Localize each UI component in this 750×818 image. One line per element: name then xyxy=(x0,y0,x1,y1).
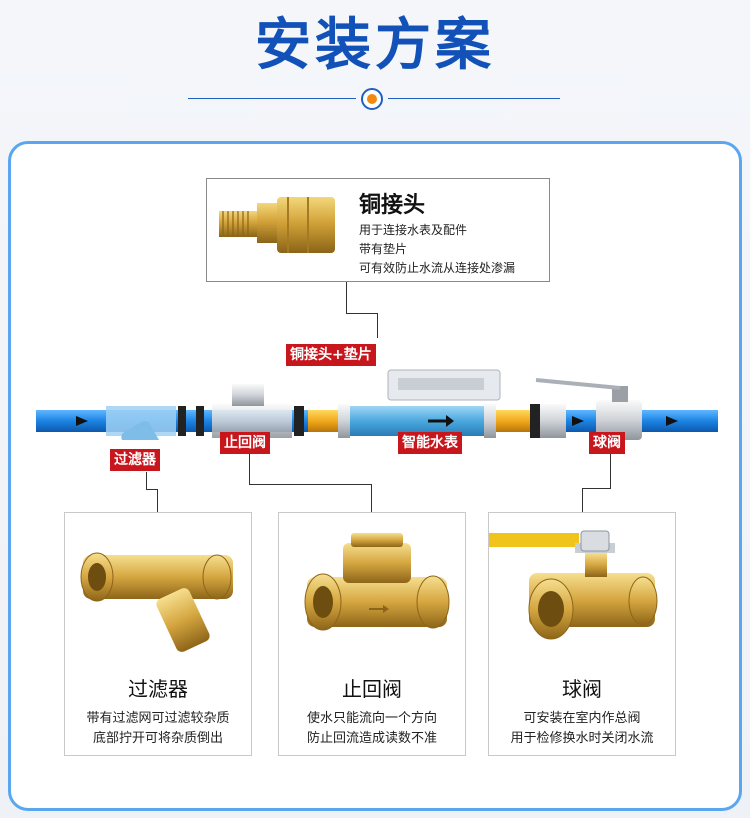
page-title: 安装方案 xyxy=(255,13,495,78)
filter-connector xyxy=(146,472,147,490)
copper-joint-callout: 铜接头 用于连接水表及配件 带有垫片 可有效防止水流从连接处渗漏 xyxy=(206,178,550,282)
product-card-filter: 过滤器 带有过滤网可过滤较杂质 底部拧开可将杂质倒出 xyxy=(64,512,252,756)
ball-valve-connector xyxy=(610,454,611,488)
product-name-ball-valve: 球阀 xyxy=(562,677,602,701)
product-card-check-valve: 止回阀 使水只能流向一个方向 防止回流造成读数不准 xyxy=(278,512,466,756)
callout-connector-down xyxy=(377,313,378,338)
product-desc-ball-valve-2: 用于检修换水时关闭水流 xyxy=(510,731,654,746)
product-desc-filter-1: 带有过滤网可过滤较杂质 xyxy=(86,711,230,726)
tag-ball-valve: 球阀 xyxy=(589,432,625,454)
filter-image xyxy=(80,552,233,652)
check-valve-image xyxy=(304,533,450,631)
title-dot-icon xyxy=(361,88,383,110)
callout-connector xyxy=(346,282,347,314)
title-rule-left xyxy=(188,98,356,99)
callout-line-1: 用于连接水表及配件 xyxy=(359,223,468,237)
product-name-filter: 过滤器 xyxy=(128,677,188,701)
product-card-ball-valve: 球阀 可安装在室内作总阀 用于检修换水时关闭水流 xyxy=(488,512,676,756)
ball-valve-connector-down xyxy=(582,488,583,512)
filter-connector-down xyxy=(157,489,158,512)
callout-title: 铜接头 xyxy=(359,193,426,218)
callout-line-3: 可有效防止水流从连接处渗漏 xyxy=(359,261,516,275)
product-name-check-valve: 止回阀 xyxy=(342,677,402,701)
product-desc-ball-valve-1: 可安装在室内作总阀 xyxy=(523,711,641,726)
product-desc-check-valve-2: 防止回流造成读数不准 xyxy=(306,731,437,746)
product-desc-check-valve-1: 使水只能流向一个方向 xyxy=(306,711,437,726)
filter-connector-h xyxy=(146,489,158,490)
title-rule-right xyxy=(388,98,560,99)
ball-valve-image xyxy=(489,530,658,640)
check-valve-connector-h xyxy=(249,484,372,485)
callout-line-2: 带有垫片 xyxy=(359,242,408,256)
ball-valve-connector-h xyxy=(582,488,611,489)
tag-smart-meter: 智能水表 xyxy=(398,432,462,454)
check-valve-connector xyxy=(249,454,250,484)
tag-copper-joint-gasket: 铜接头+垫片 xyxy=(286,344,376,366)
tag-check-valve: 止回阀 xyxy=(220,432,270,454)
product-desc-filter-2: 底部拧开可将杂质倒出 xyxy=(92,731,223,746)
copper-joint-image xyxy=(219,197,335,253)
check-valve-connector-down xyxy=(371,484,372,512)
pipeline-diagram xyxy=(36,369,718,440)
callout-connector-h xyxy=(346,313,378,314)
tag-filter: 过滤器 xyxy=(110,449,160,471)
